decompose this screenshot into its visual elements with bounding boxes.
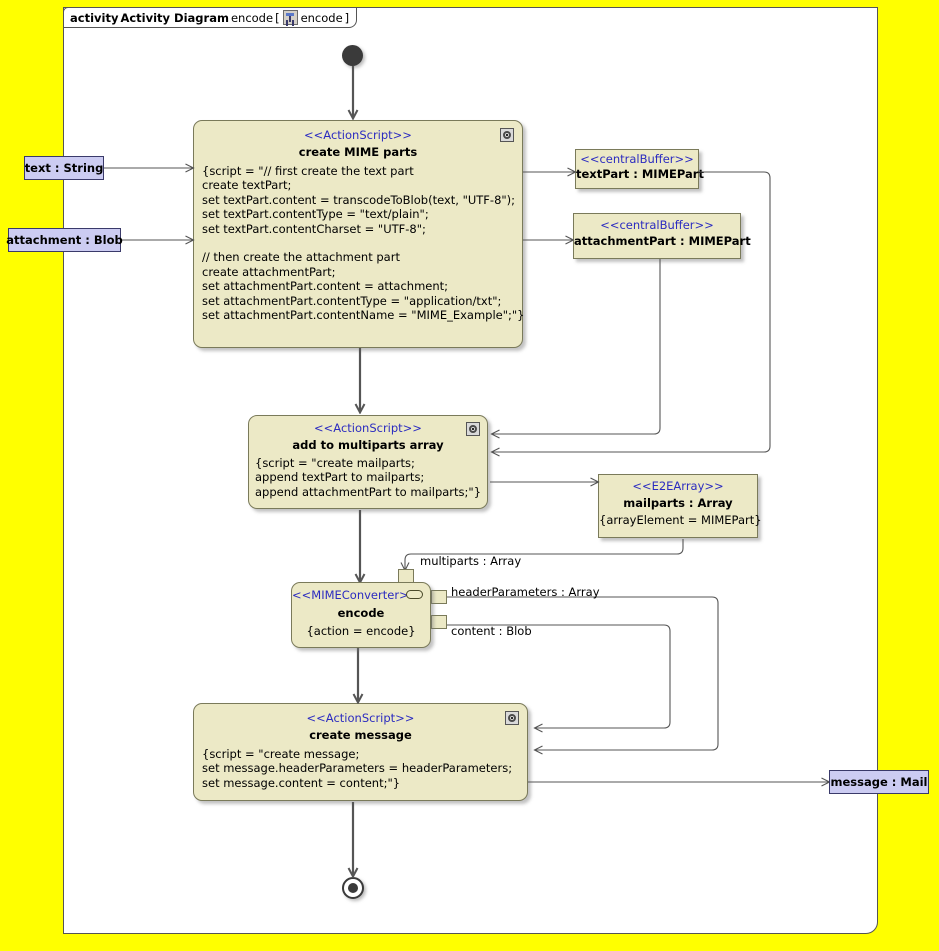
activity-frame-icon: [282, 10, 298, 25]
central-buffer-attachmentpart-label: attachmentPart : MIMEPart: [574, 234, 751, 248]
call-behavior-icon: [406, 590, 423, 599]
activity-final-node[interactable]: [342, 877, 364, 899]
input-pin-multiparts[interactable]: [398, 569, 414, 583]
action-node-add-to-multiparts-array[interactable]: <<ActionScript>> add to multiparts array…: [248, 415, 488, 509]
create-message-name: create message: [309, 728, 412, 742]
central-buffer-textpart-stereotype: <<centralBuffer>>: [580, 152, 694, 166]
mailparts-stereotype: <<E2EArray>>: [632, 479, 724, 493]
frame-keyword: activity: [70, 10, 119, 25]
create-mime-parts-stereotype: <<ActionScript>>: [304, 128, 412, 142]
action-node-create-mime-parts[interactable]: <<ActionScript>> create MIME parts {scri…: [193, 120, 525, 348]
frame-bracket-open: [: [275, 10, 280, 25]
action-node-encode[interactable]: <<MIMEConverter>> encode {action = encod…: [291, 582, 431, 648]
create-message-script: {script = "create message; set message.h…: [202, 747, 513, 790]
input-pin-attachment[interactable]: attachment : Blob: [6, 228, 123, 252]
mailparts-name: mailparts : Array: [623, 496, 733, 510]
input-pin-attachment-label: attachment : Blob: [6, 233, 123, 247]
output-pin-content-label: content : Blob: [451, 624, 532, 638]
encode-property: {action = encode}: [306, 624, 416, 638]
create-mime-parts-script: {script = "// first create the text part…: [202, 164, 525, 323]
input-pin-text[interactable]: text : String: [24, 156, 104, 180]
action-script-icon: [466, 422, 480, 436]
mailparts-property: {arrayElement = MIMEPart}: [599, 513, 762, 527]
create-mime-parts-name: create MIME parts: [298, 145, 418, 159]
add-to-multiparts-script: {script = "create mailparts; append text…: [255, 456, 482, 499]
output-pin-content[interactable]: [431, 615, 447, 629]
encode-stereotype: <<MIMEConverter>>: [292, 588, 419, 602]
output-pin-message[interactable]: message : Mail: [829, 770, 929, 794]
action-node-create-message[interactable]: <<ActionScript>> create message {script …: [193, 703, 528, 801]
output-pin-headerparameters-label: headerParameters : Array: [451, 585, 600, 599]
frame-name: encode: [230, 10, 274, 25]
input-pin-multiparts-label: multiparts : Array: [420, 554, 522, 568]
input-pin-text-label: text : String: [24, 161, 104, 175]
add-to-multiparts-stereotype: <<ActionScript>>: [314, 421, 422, 435]
action-script-icon: [505, 711, 519, 725]
output-pin-headerparameters[interactable]: [431, 590, 447, 604]
output-pin-message-label: message : Mail: [830, 775, 928, 789]
initial-node[interactable]: [342, 45, 363, 66]
frame-header-label: activity Activity Diagram encode[ encode…: [63, 7, 358, 28]
central-buffer-textpart[interactable]: <<centralBuffer>> textPart : MIMEPart: [575, 149, 704, 189]
central-buffer-attachmentpart[interactable]: <<centralBuffer>> attachmentPart : MIMEP…: [573, 213, 751, 259]
frame-diagram-kind: Activity Diagram: [120, 10, 229, 25]
add-to-multiparts-name: add to multiparts array: [292, 438, 444, 452]
encode-name: encode: [337, 606, 385, 620]
array-node-mailparts[interactable]: <<E2EArray>> mailparts : Array {arrayEle…: [598, 474, 762, 538]
central-buffer-attachmentpart-stereotype: <<centralBuffer>>: [600, 218, 714, 232]
central-buffer-textpart-label: textPart : MIMEPart: [576, 167, 704, 181]
frame-param: encode: [300, 10, 343, 25]
action-script-icon: [500, 128, 514, 142]
create-message-stereotype: <<ActionScript>>: [306, 711, 415, 725]
frame-bracket-close: ]: [344, 10, 350, 25]
